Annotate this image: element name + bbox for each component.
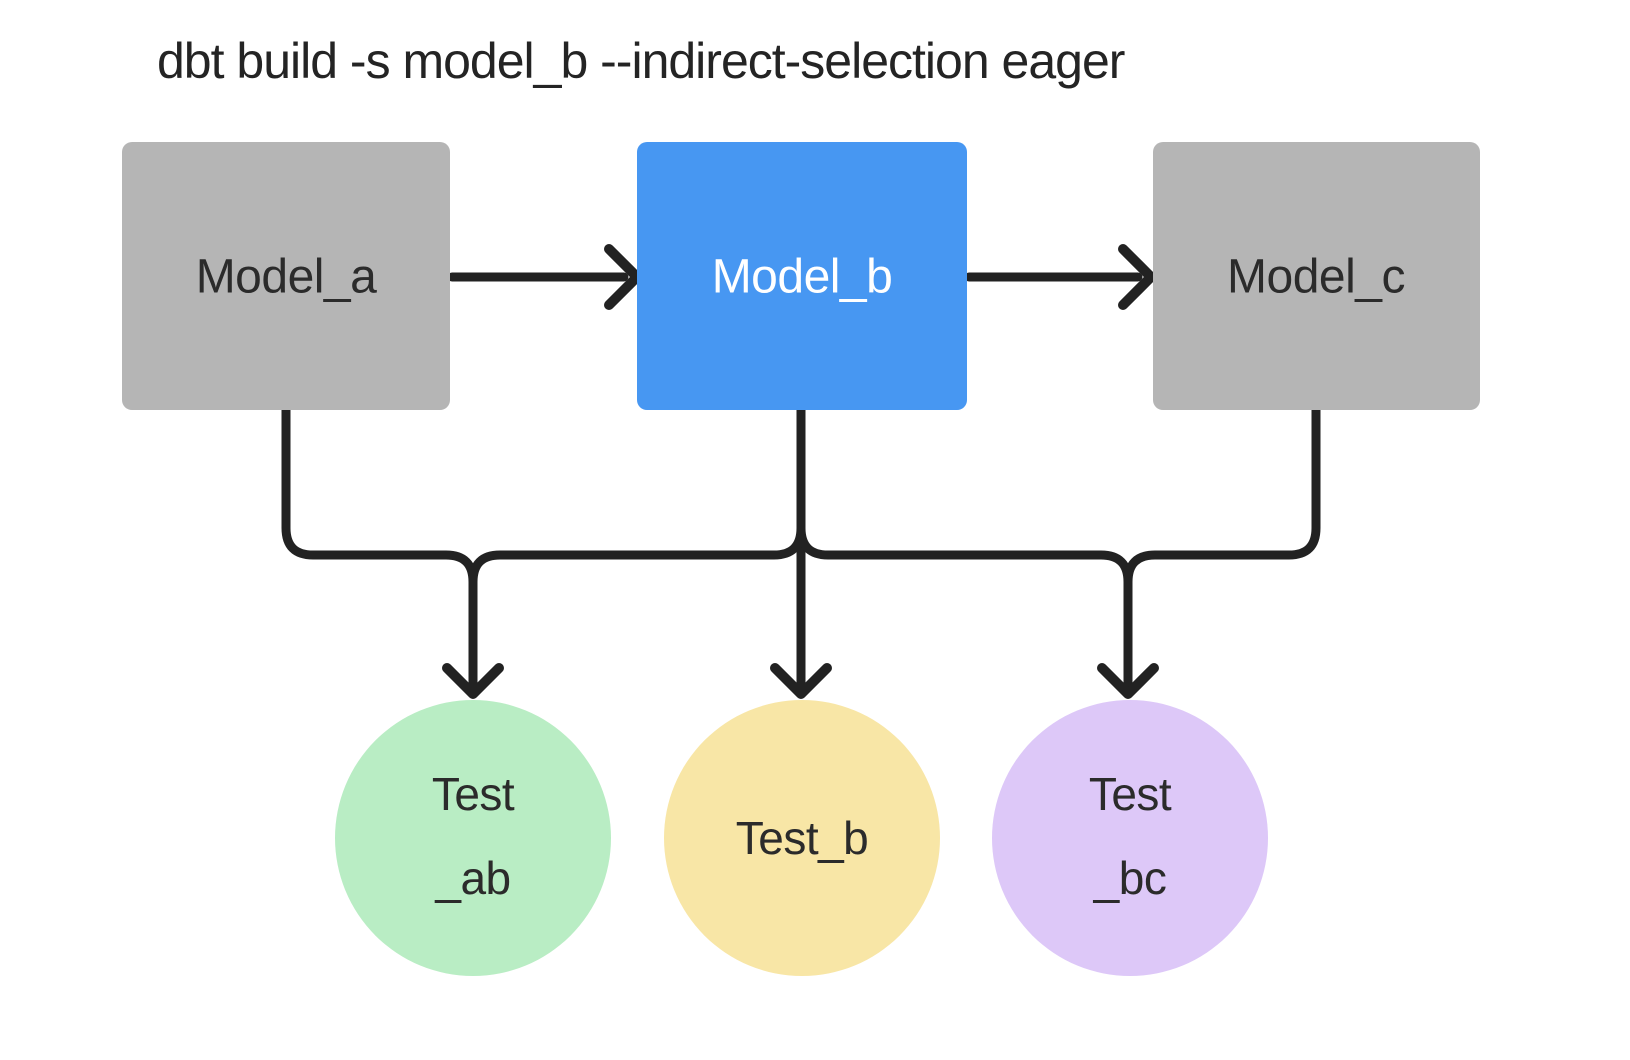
edge-model-a-to-test-ab [281, 405, 478, 693]
arrowhead-test-b-icon [770, 663, 832, 699]
test-ab-node [335, 700, 611, 976]
model-a-label: Model_a [196, 251, 377, 304]
test-b-node [664, 700, 940, 976]
model-c-label: Model_c [1227, 251, 1405, 304]
edge-model-b-to-test-bc [796, 405, 1133, 693]
model-b-node [637, 142, 967, 410]
test-bc-label-line1: Test [1089, 768, 1172, 820]
arrowhead-model-c-icon [1118, 244, 1156, 310]
edges [281, 244, 1321, 699]
arrowhead-test-ab-icon [442, 663, 504, 699]
test-ab-label-line1: Test [432, 768, 515, 820]
test-b-label: Test_b [736, 812, 869, 864]
edge-model-c-to-test-bc [1123, 405, 1321, 693]
edge-model-b-to-test-ab [468, 405, 806, 693]
test-bc-label-line2: _bc [1093, 852, 1167, 904]
model-b-label: Model_b [712, 251, 893, 304]
test-bc-node [992, 700, 1268, 976]
test-nodes: Test _ab Test_b Test _bc [335, 700, 1268, 976]
arrowhead-test-bc-icon [1097, 663, 1159, 699]
page-title: dbt build -s model_b --indirect-selectio… [157, 33, 1125, 89]
test-ab-label-line2: _ab [434, 852, 510, 904]
model-c-node [1153, 142, 1480, 410]
model-nodes: Model_a Model_b Model_c [122, 142, 1480, 410]
model-a-node [122, 142, 450, 410]
